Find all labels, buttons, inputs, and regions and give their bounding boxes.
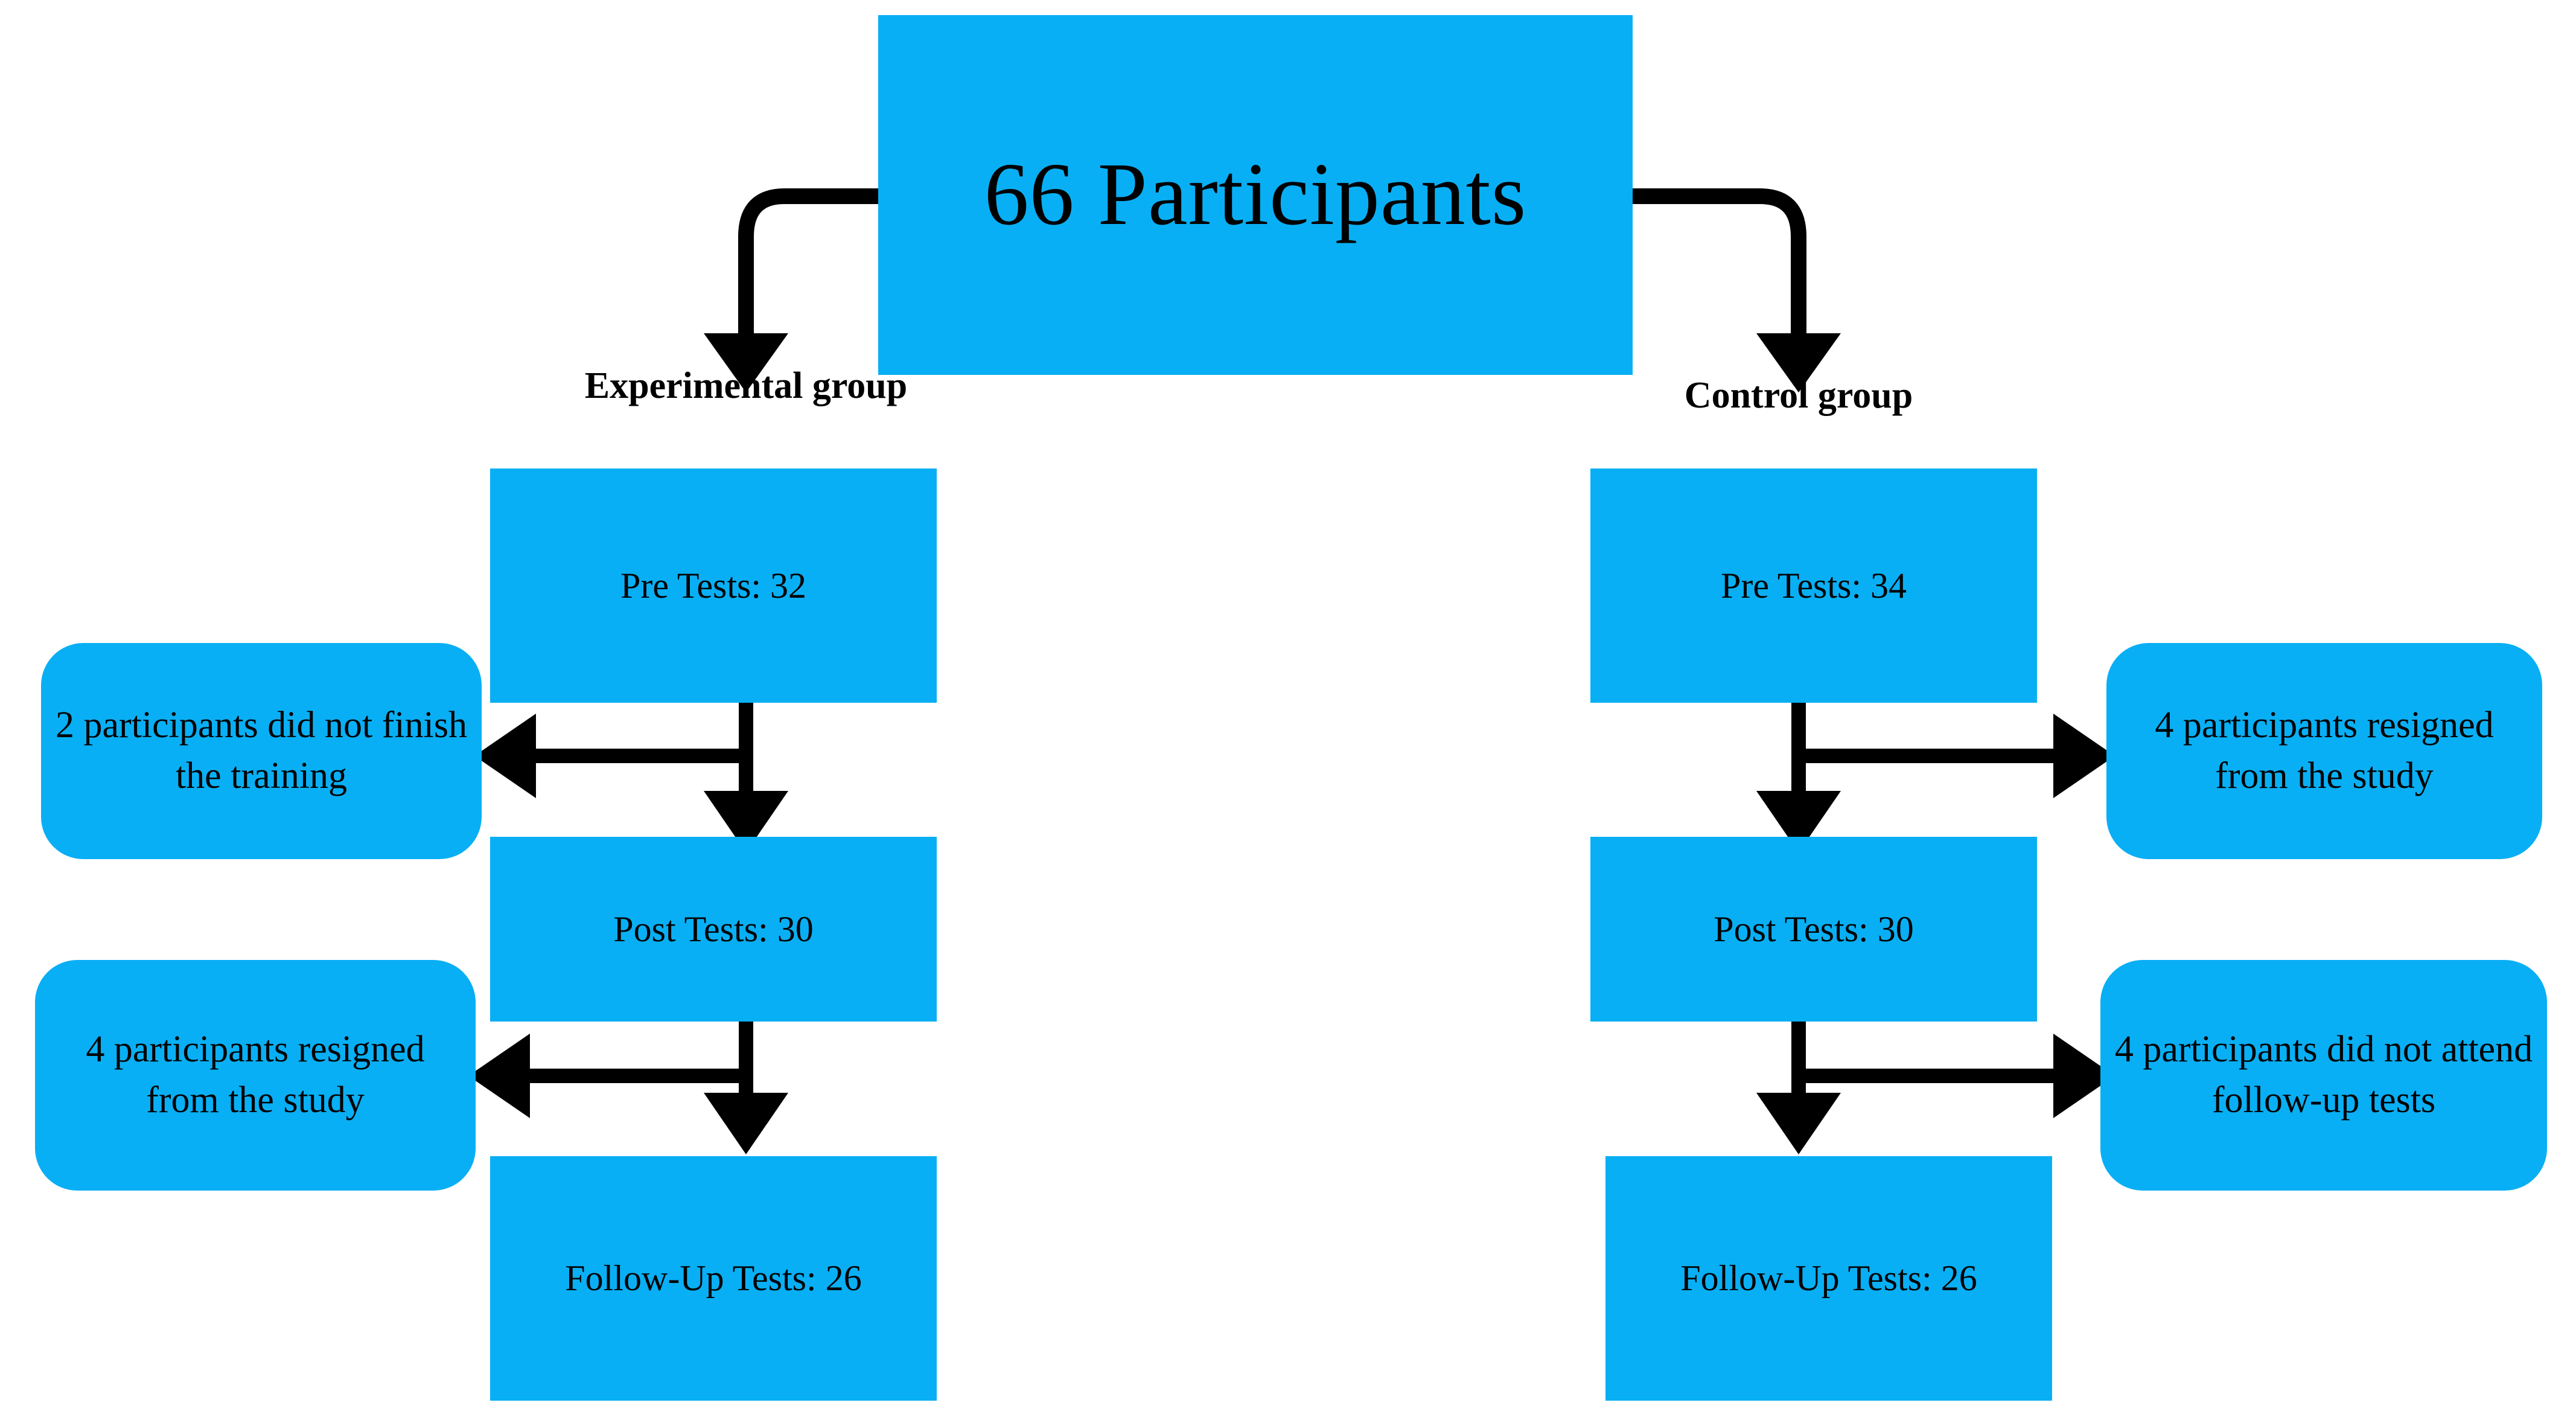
stage-node-control-post-tests[interactable]: Post Tests: 30 [1590, 837, 2037, 1022]
root-node-participants[interactable]: 66 Participants [878, 15, 1633, 375]
root-node-label: 66 Participants [984, 145, 1527, 245]
arrowhead-exp-pre-to-post [704, 791, 788, 852]
stage-node-experimental-post-tests[interactable]: Post Tests: 30 [490, 837, 937, 1022]
arrowhead-ctl-note2 [2053, 1034, 2115, 1118]
group-heading-experimental: Experimental group [505, 365, 987, 408]
stage-node-experimental-pre-tests-label: Pre Tests: 32 [620, 565, 807, 606]
stage-node-control-pre-tests[interactable]: Pre Tests: 34 [1590, 469, 2037, 703]
stage-node-experimental-pre-tests[interactable]: Pre Tests: 32 [490, 469, 937, 703]
connector-root-to-experimental [738, 188, 878, 336]
stage-node-control-followup-tests-label: Follow-Up Tests: 26 [1680, 1258, 1977, 1298]
note-node-experimental-resigned-study-label: 4 participants resigned from the study [86, 1029, 425, 1121]
arrowhead-root-to-experimental [704, 333, 788, 392]
arrowhead-ctl-pre-to-post [1756, 791, 1841, 852]
group-heading-control: Control group [1557, 374, 2040, 417]
note-node-control-resigned-study[interactable]: 4 participants resigned from the study [2106, 643, 2542, 859]
arrowhead-ctl-note1 [2053, 714, 2115, 798]
stage-node-experimental-followup-tests[interactable]: Follow-Up Tests: 26 [490, 1156, 937, 1401]
stage-node-experimental-followup-tests-label: Follow-Up Tests: 26 [565, 1258, 862, 1298]
stage-node-control-pre-tests-label: Pre Tests: 34 [1720, 565, 1907, 606]
arrowhead-root-to-control [1756, 333, 1841, 392]
note-node-control-missed-followup[interactable]: 4 participants did not attend follow-up … [2100, 960, 2547, 1191]
stage-node-control-followup-tests[interactable]: Follow-Up Tests: 26 [1605, 1156, 2052, 1401]
note-node-control-resigned-study-label: 4 participants resigned from the study [2155, 705, 2494, 796]
group-heading-experimental-label: Experimental group [584, 365, 908, 406]
arrowhead-exp-note1 [474, 714, 536, 798]
connector-root-to-control [1633, 188, 1806, 336]
arrowhead-ctl-post-to-followup [1756, 1093, 1841, 1154]
group-heading-control-label: Control group [1684, 375, 1913, 416]
note-node-experimental-resigned-study[interactable]: 4 participants resigned from the study [35, 960, 476, 1191]
stage-node-control-post-tests-label: Post Tests: 30 [1714, 909, 1914, 949]
stage-node-experimental-post-tests-label: Post Tests: 30 [613, 909, 814, 949]
arrowhead-exp-post-to-followup [704, 1093, 788, 1154]
note-node-experimental-dropout-training[interactable]: 2 participants did not finish the traini… [41, 643, 482, 859]
note-node-experimental-dropout-training-label: 2 participants did not finish the traini… [56, 705, 467, 796]
note-node-control-missed-followup-label: 4 participants did not attend follow-up … [2114, 1029, 2533, 1121]
arrowhead-exp-note2 [468, 1034, 530, 1118]
